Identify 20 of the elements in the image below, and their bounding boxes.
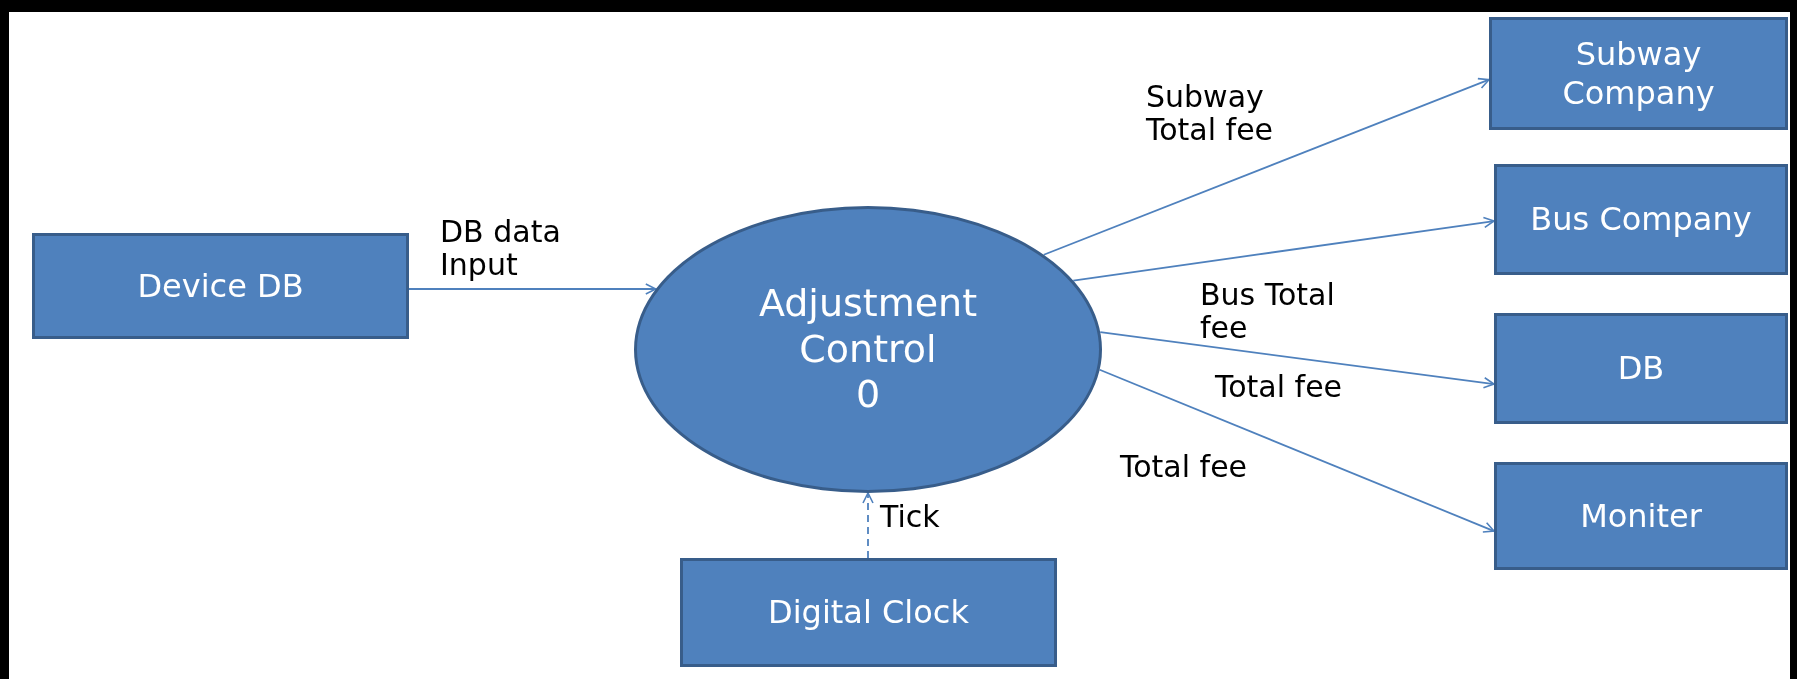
process-box — [32, 233, 409, 339]
box-label: Digital Clock — [768, 593, 969, 632]
process-box — [1489, 17, 1788, 130]
box-label: Device DB — [137, 266, 304, 306]
process-box — [1494, 462, 1788, 570]
arrow — [862, 492, 874, 559]
box-label: Subway Company — [1561, 35, 1716, 112]
process-box — [1494, 313, 1788, 424]
process-box — [1494, 164, 1788, 275]
box-label: DB — [1617, 349, 1665, 388]
arrow — [1072, 216, 1495, 282]
process-label: Adjustment Control — [757, 281, 979, 373]
box-label: Moniter — [1580, 496, 1702, 536]
box-label: Bus Company — [1530, 200, 1752, 239]
arrow — [1099, 331, 1495, 389]
arrow — [1098, 368, 1495, 533]
arrow — [1042, 77, 1490, 256]
arrow — [408, 283, 657, 295]
process-box — [680, 558, 1057, 667]
process-label: 0 — [855, 372, 881, 418]
